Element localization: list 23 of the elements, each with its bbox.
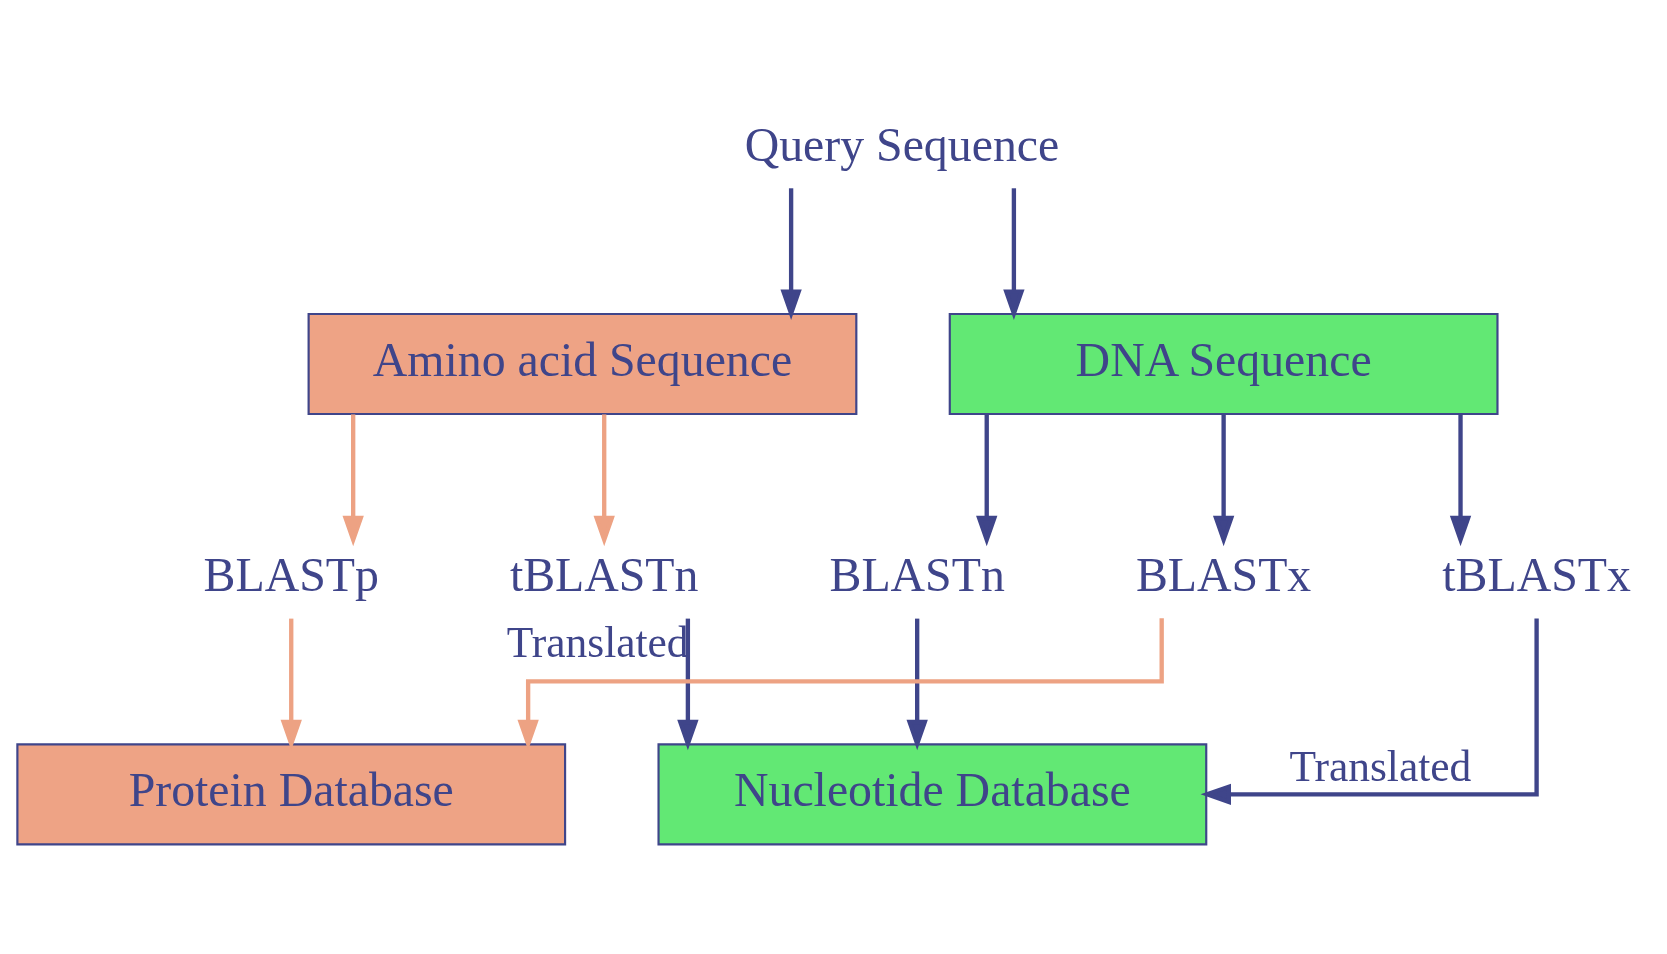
node-text: Query Sequence <box>744 117 1060 171</box>
arrow <box>1200 618 1539 805</box>
arrow <box>1003 188 1025 320</box>
node-text: BLASTp <box>203 548 379 602</box>
arrow <box>780 188 802 320</box>
arrow <box>906 618 928 751</box>
arrow <box>677 618 699 751</box>
node-text: BLASTx <box>1135 548 1312 602</box>
node-text: tBLASTx <box>1442 548 1631 602</box>
arrow <box>593 414 615 547</box>
arrow <box>1212 414 1235 547</box>
node-box: Amino acid Sequence <box>307 312 858 416</box>
arrow <box>517 618 1164 751</box>
node-box: Protein Database <box>16 743 567 846</box>
arrow <box>1449 414 1472 547</box>
arrow <box>342 414 364 547</box>
arrow <box>976 414 998 547</box>
edge-label: Translated <box>1289 742 1472 791</box>
node-box: Nucleotide Database <box>657 743 1208 846</box>
node-box: DNA Sequence <box>948 312 1499 416</box>
node-text: BLASTn <box>829 548 1005 602</box>
edge-label: Translated <box>506 618 689 667</box>
node-text: tBLASTn <box>509 548 699 602</box>
